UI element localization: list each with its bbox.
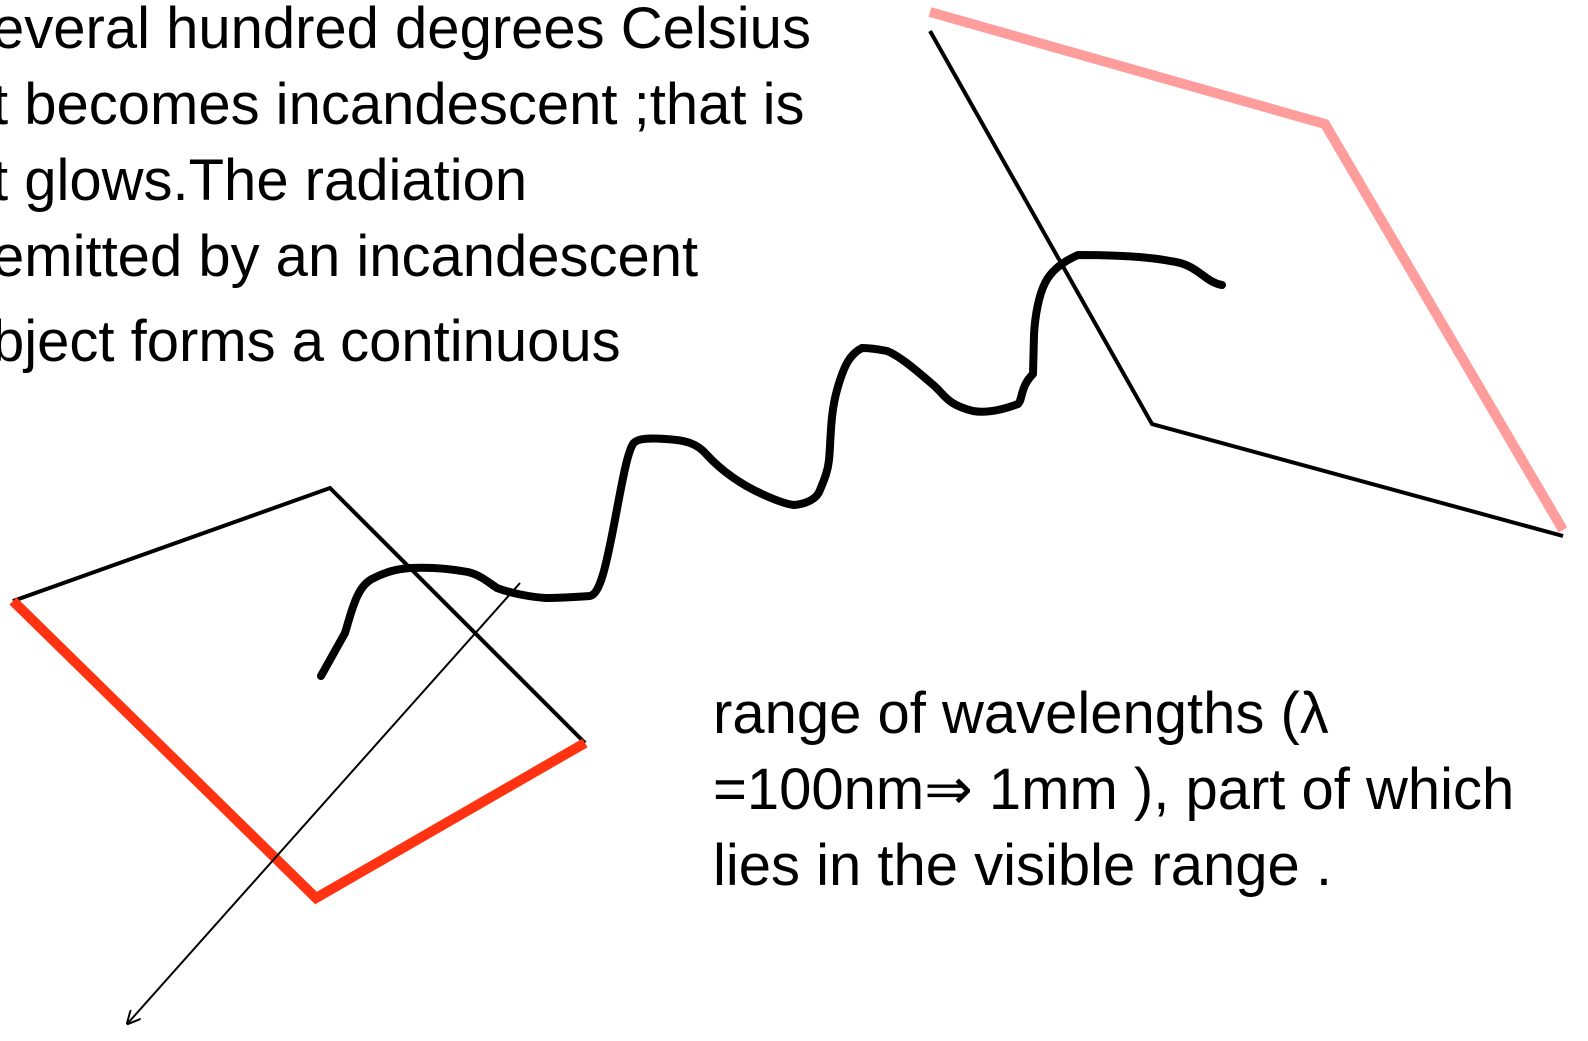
left-plate-accent-edges — [9, 597, 588, 905]
left-plate-outline — [12, 485, 587, 745]
bottom-text-line-2: =100nm⇒ 1mm ), part of which — [713, 757, 1515, 822]
right-plate-accent-edges — [928, 7, 1568, 533]
top-text-line-5: bject forms a continuous — [0, 309, 621, 374]
right-plate-outline — [928, 30, 1564, 538]
right-plate — [928, 7, 1568, 538]
top-text-line-3: t glows.The radiation — [0, 148, 528, 213]
radiation-arrow — [128, 582, 521, 1023]
left-plate — [9, 485, 588, 905]
bottom-text-line-1: range of wavelengths (λ — [713, 681, 1329, 746]
top-text-line-2: t becomes incandescent ;that is — [0, 72, 805, 137]
top-text-line-1: everal hundred degrees Celsius — [0, 0, 811, 61]
bottom-text-line-3: lies in the visible range . — [713, 833, 1332, 898]
top-text-line-4: emitted by an incandescent — [0, 224, 699, 289]
radiation-wave — [317, 251, 1226, 680]
